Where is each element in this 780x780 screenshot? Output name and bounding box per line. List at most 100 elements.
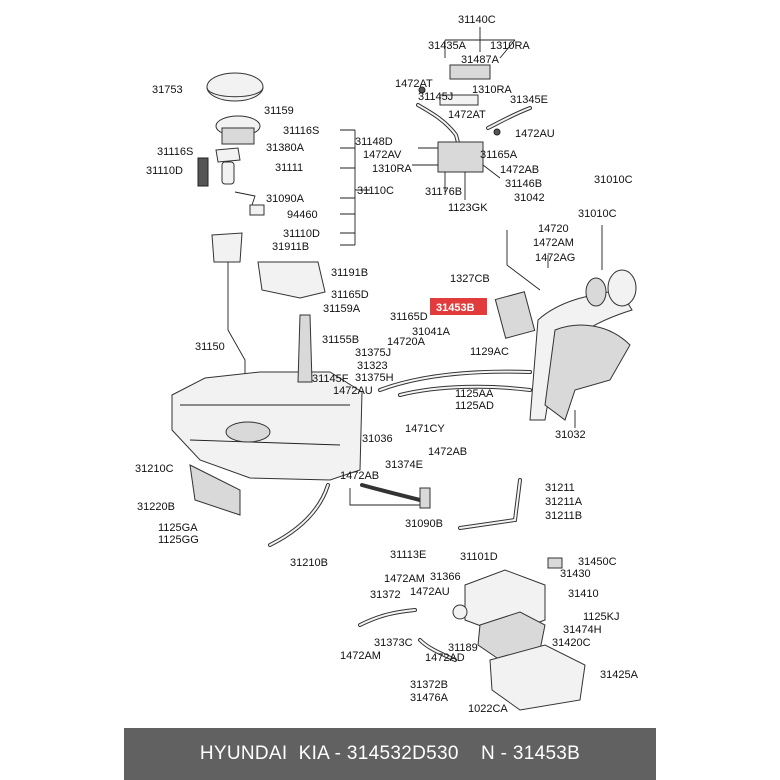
vapor-valve-assembly <box>412 27 532 200</box>
label-31116S-b: 31116S <box>157 146 193 158</box>
label-31110D-b: 31110D <box>283 228 320 240</box>
label-31116S-a: 31116S <box>283 125 319 137</box>
label-31165A: 31165A <box>480 149 518 161</box>
label-31372B: 31372B <box>410 679 448 691</box>
label-31430: 31430 <box>560 568 591 580</box>
label-1125GA: 1125GA <box>158 522 198 534</box>
label-31474H: 31474H <box>563 624 602 636</box>
label-1123GK: 1123GK <box>448 202 488 214</box>
label-31150: 31150 <box>195 341 225 353</box>
label-31155B: 31155B <box>322 334 359 346</box>
label-1125KJ: 1125KJ <box>583 611 620 623</box>
label-31036: 31036 <box>362 433 393 445</box>
label-31425A: 31425A <box>600 669 639 681</box>
label-1472AM-a: 1472AM <box>533 237 574 249</box>
label-31375J: 31375J <box>355 347 391 359</box>
label-31476A: 31476A <box>410 692 449 704</box>
label-14720: 14720 <box>538 223 569 235</box>
label-1471CY: 1471CY <box>405 423 445 435</box>
label-31165D-a: 31165D <box>331 289 369 301</box>
label-31211B: 31211B <box>545 510 582 522</box>
label-31753: 31753 <box>152 84 183 96</box>
label-1310RA-b: 1310RA <box>472 84 512 96</box>
label-31220B: 31220B <box>137 501 175 513</box>
label-31110D-a: 31110D <box>146 165 183 177</box>
fuel-tank <box>171 261 420 547</box>
label-1129AC: 1129AC <box>470 346 509 358</box>
label-31375H: 31375H <box>355 372 394 384</box>
label-1125AA: 1125AA <box>455 388 494 400</box>
label-31010C-b: 31010C <box>578 208 617 220</box>
label-31113E: 31113E <box>390 549 426 561</box>
label-31366: 31366 <box>430 571 461 583</box>
label-31111: 31111 <box>275 162 303 174</box>
highlighted-part-box[interactable] <box>430 298 487 315</box>
label-31211: 31211 <box>545 482 575 494</box>
label-31010C-a: 31010C <box>594 174 633 186</box>
label-31032: 31032 <box>555 429 586 441</box>
label-31176B: 31176B <box>425 186 462 198</box>
label-1472AT-a: 1472AT <box>395 78 433 90</box>
footer-brand-part-number: HYUNDAI KIA - 314532D530 <box>199 743 459 764</box>
label-31145J: 31145J <box>418 91 453 103</box>
label-1472AM-b: 1472AM <box>384 573 425 585</box>
label-31140C: 31140C <box>458 14 496 26</box>
label-1472AU-a: 1472AU <box>515 128 555 140</box>
label-31374E: 31374E <box>385 459 423 471</box>
label-1472AT-b: 1472AT <box>448 109 486 121</box>
label-31372-a: 31372 <box>370 589 401 601</box>
label-1327CB: 1327CB <box>450 273 490 285</box>
label-31450C: 31450C <box>578 556 617 568</box>
label-31410: 31410 <box>568 588 599 600</box>
label-1125AD: 1125AD <box>455 400 494 412</box>
label-14720A: 14720A <box>387 336 426 348</box>
label-31165D-b: 31165D <box>390 311 428 323</box>
label-1472AU-c: 1472AU <box>410 586 450 598</box>
label-31145F: 31145F <box>312 373 349 385</box>
label-1310RA-a: 1310RA <box>490 40 530 52</box>
label-31159A: 31159A <box>323 303 361 315</box>
label-1472AB-b: 1472AB <box>428 446 467 458</box>
label-31189: 31189 <box>448 642 478 654</box>
part-labels: 31140C 31435A 1310RA 31487A 1472AT 1310R… <box>135 14 639 715</box>
label-31380A: 31380A <box>266 142 305 154</box>
label-31373C: 31373C <box>374 637 413 649</box>
label-31191B: 31191B <box>331 267 368 279</box>
label-31090B: 31090B <box>405 518 443 530</box>
label-1472AU-b: 1472AU <box>333 385 373 397</box>
label-31090A: 31090A <box>266 193 305 205</box>
label-31110C: 31110C <box>357 185 394 197</box>
footer-separator <box>459 743 481 765</box>
label-1472AD: 1472AD <box>425 652 465 664</box>
label-1472AG: 1472AG <box>535 252 575 264</box>
label-31041A: 31041A <box>412 326 451 338</box>
label-31420C: 31420C <box>552 637 591 649</box>
filler-neck-assembly <box>378 225 637 428</box>
label-1472AB-a: 1472AB <box>500 164 539 176</box>
label-1472AV: 1472AV <box>363 149 402 161</box>
label-94460: 94460 <box>287 209 318 221</box>
label-31159: 31159 <box>264 105 294 117</box>
label-31210C: 31210C <box>135 463 174 475</box>
label-31453B-highlighted[interactable]: 31453B <box>436 302 475 314</box>
part-number-footer: HYUNDAI KIA - 314532D530 N - 31453B <box>124 728 656 780</box>
label-31210B: 31210B <box>290 557 328 569</box>
label-31146B: 31146B <box>505 178 542 190</box>
label-1310RA-c: 1310RA <box>372 163 412 175</box>
fuel-system-diagram: 31140C 31435A 1310RA 31487A 1472AT 1310R… <box>135 14 639 715</box>
tank-straps <box>360 478 522 530</box>
footer-reference-number: N - 31453B <box>481 743 581 764</box>
canister-assembly <box>358 557 586 711</box>
label-31101D: 31101D <box>460 551 498 563</box>
label-1022CA: 1022CA <box>468 703 508 715</box>
label-1472AM-c: 1472AM <box>340 650 381 662</box>
label-31211A: 31211A <box>545 496 583 508</box>
label-31042: 31042 <box>514 192 545 204</box>
label-1472AB-c: 1472AB <box>340 470 379 482</box>
label-31911B: 31911B <box>272 241 309 253</box>
label-1125GG: 1125GG <box>158 534 199 546</box>
label-31435A: 31435A <box>428 40 467 52</box>
fuel-pump-module <box>197 72 370 440</box>
label-31487A: 31487A <box>461 54 500 66</box>
label-31345E: 31345E <box>510 94 548 106</box>
